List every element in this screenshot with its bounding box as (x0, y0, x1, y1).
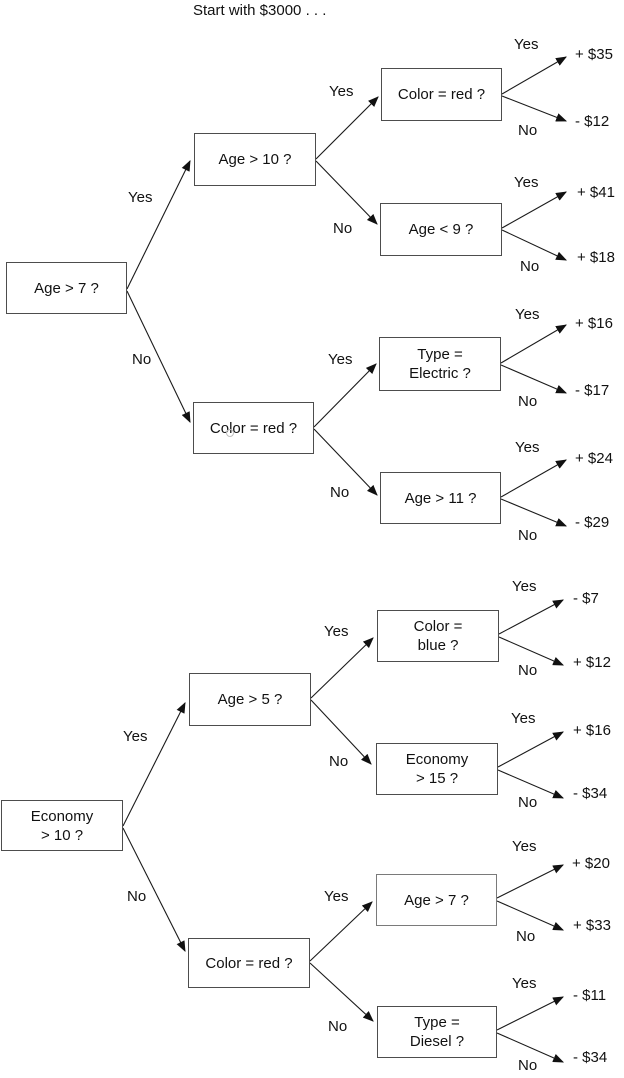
leaf-payout: - $12 (575, 113, 610, 130)
tree1-yes-node: Age > 10 ? (194, 133, 316, 186)
tree1-yes-node-yes-label: Yes (329, 83, 354, 100)
edge-label-no: No (518, 527, 538, 544)
leaf-payout: - $17 (575, 382, 610, 399)
tree1-no-node-no-label: No (330, 484, 350, 501)
diagram-title: Start with $3000 . . . (193, 2, 327, 19)
tree1-no-node-yes-label: Yes (328, 351, 353, 368)
leaf-payout: + $24 (575, 450, 613, 467)
edge-label-no: No (518, 122, 538, 139)
leaf-payout: + $18 (577, 249, 615, 266)
tree1-yes-node-no-label: No (333, 220, 353, 237)
edge-label-no: No (520, 258, 540, 275)
edge-label-yes: Yes (511, 710, 536, 727)
leaf-payout: - $34 (573, 785, 608, 802)
stray-circle-artifact (226, 429, 234, 437)
leaf-payout: - $29 (575, 514, 610, 531)
tree2-leaf-node-economy-gt-15: Economy > 15 ? (376, 743, 498, 795)
tree1-no-node: Color = red ? (193, 402, 314, 454)
tree1-root-node: Age > 7 ? (6, 262, 127, 314)
edge-label-yes: Yes (512, 838, 537, 855)
tree2-leaf-node-type-diesel: Type = Diesel ? (377, 1006, 497, 1058)
tree2-leaf-node-color-blue: Color = blue ? (377, 610, 499, 662)
edge-label-no: No (518, 1057, 538, 1074)
leaf-payout: + $33 (573, 917, 611, 934)
tree1-connectors (126, 56, 568, 527)
edge-label-no: No (516, 928, 536, 945)
leaf-payout: - $7 (573, 590, 599, 607)
leaf-payout: + $16 (575, 315, 613, 332)
tree2-no-node-yes-label: Yes (324, 888, 349, 905)
leaf-payout: - $11 (573, 987, 607, 1004)
leaf-payout: + $20 (572, 855, 610, 872)
tree1-leaf-node-age-lt-9: Age < 9 ? (380, 203, 502, 256)
tree2-root-yes-label: Yes (123, 728, 148, 745)
edge-label-no: No (518, 662, 538, 679)
edge-label-yes: Yes (514, 36, 539, 53)
tree2-connectors (122, 599, 565, 1063)
leaf-payout: + $16 (573, 722, 611, 739)
edge-label-no: No (518, 794, 538, 811)
edge-label-yes: Yes (512, 975, 537, 992)
leaf-payout: + $35 (575, 46, 613, 63)
tree1-leaf-node-age-gt-11: Age > 11 ? (380, 472, 501, 524)
tree2-yes-node-yes-label: Yes (324, 623, 349, 640)
leaf-payout: - $34 (573, 1049, 608, 1066)
edge-label-no: No (518, 393, 538, 410)
tree2-root-no-label: No (127, 888, 147, 905)
tree1-leaf-node-color-red: Color = red ? (381, 68, 502, 121)
edge-label-yes: Yes (512, 578, 537, 595)
tree2-leaf-node-age-gt-7: Age > 7 ? (376, 874, 497, 926)
tree2-yes-node-no-label: No (329, 753, 349, 770)
leaf-payout: + $12 (573, 654, 611, 671)
edge-label-yes: Yes (515, 439, 540, 456)
tree1-leaf-node-type-electric: Type = Electric ? (379, 337, 501, 391)
tree1-root-yes-label: Yes (128, 189, 153, 206)
leaf-payout: + $41 (577, 184, 615, 201)
edge-label-yes: Yes (515, 306, 540, 323)
tree2-no-node-no-label: No (328, 1018, 348, 1035)
tree2-no-node: Color = red ? (188, 938, 310, 988)
edge-label-yes: Yes (514, 174, 539, 191)
tree2-yes-node: Age > 5 ? (189, 673, 311, 726)
tree1-root-no-label: No (132, 351, 152, 368)
tree2-root-node: Economy > 10 ? (1, 800, 123, 851)
